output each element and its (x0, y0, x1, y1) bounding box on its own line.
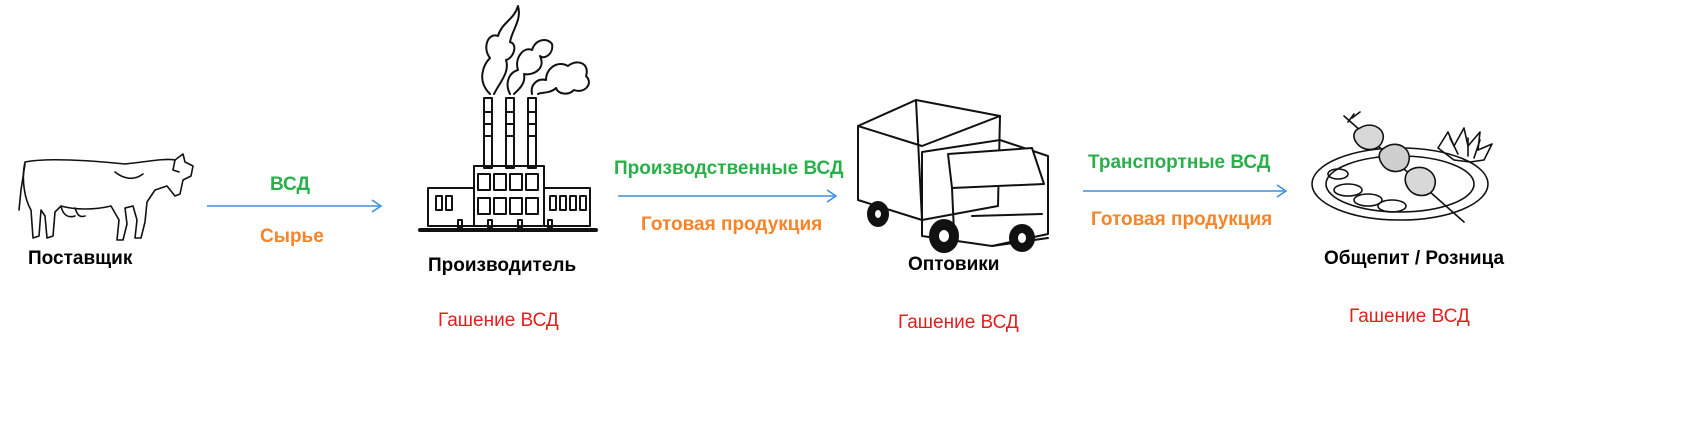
node-note-retail: Гашение ВСД (1349, 306, 1470, 327)
node-label-wholesalers: Оптовики (908, 254, 1000, 275)
arrow-1-bottom-label: Сырье (260, 226, 324, 247)
node-label-retail: Общепит / Розница (1324, 248, 1505, 269)
cow-icon (18, 153, 194, 241)
node-label-supplier: Поставщик (28, 248, 133, 269)
food-plate-icon (1311, 111, 1493, 223)
flow-arrow-1 (207, 199, 383, 213)
arrow-3-bottom-label: Готовая продукция (1091, 209, 1273, 230)
truck-icon (857, 99, 1049, 253)
flow-arrow-3 (1083, 184, 1288, 198)
arrow-2-top-label: Производственные ВСД (614, 158, 844, 179)
node-note-producer: Гашение ВСД (438, 310, 559, 331)
arrow-2-bottom-label: Готовая продукция (641, 214, 823, 235)
node-note-wholesalers: Гашение ВСД (898, 312, 1019, 333)
factory-icon (418, 5, 598, 232)
flow-arrow-2 (618, 189, 838, 203)
node-label-producer: Производитель (428, 255, 577, 276)
arrow-1-top-label: ВСД (270, 174, 311, 195)
arrow-3-top-label: Транспортные ВСД (1088, 152, 1271, 173)
